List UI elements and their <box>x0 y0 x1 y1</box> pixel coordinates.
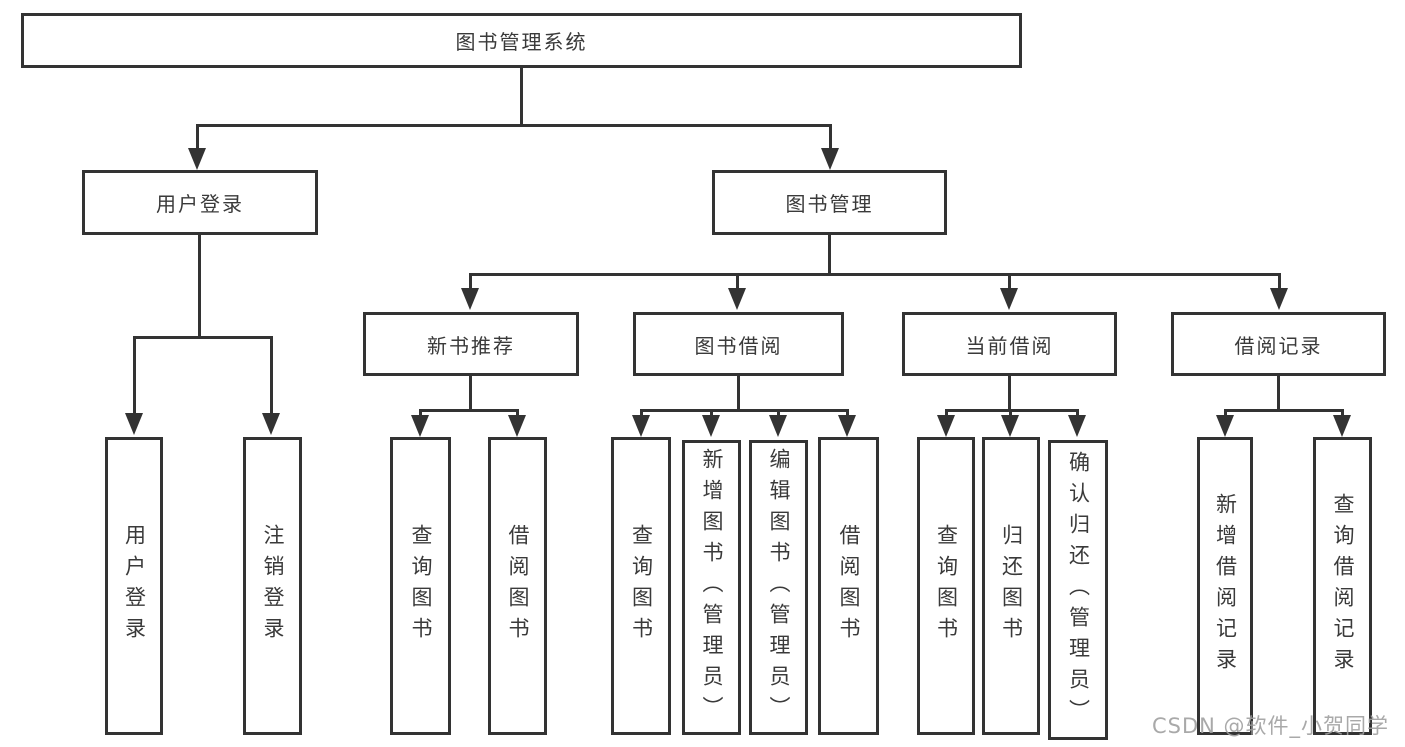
arrowhead-nb-query <box>411 415 429 437</box>
csdn-watermark: CSDN @软件_小贺同学 <box>1152 714 1390 738</box>
arrowhead-br-add <box>1216 415 1234 437</box>
connector-book-borrow-stem <box>737 376 740 409</box>
connector-current-borrow-bar <box>945 409 1079 412</box>
connector-borrow-records-stem <box>1277 376 1280 409</box>
connector-borrow-records-drop-2 <box>1341 409 1344 417</box>
node-label: 图书借阅 <box>694 333 783 358</box>
connector-new-books-stem <box>469 376 472 409</box>
node-new-books: 新书推荐 <box>363 312 579 376</box>
node-library-management-system: 图书管理系统 <box>21 13 1022 68</box>
connector-new-books-drop-1 <box>419 409 422 417</box>
node-label: 图书管理 <box>785 192 874 216</box>
leaf-nb-borrow-books: 借阅图书 <box>488 437 547 735</box>
connector-book-mgmt-drop-4 <box>1278 273 1281 289</box>
connector-user-login-drop-1 <box>133 336 136 414</box>
connector-current-borrow-stem <box>1008 376 1011 409</box>
arrowhead-new-books <box>461 288 479 310</box>
connector-book-borrow-drop-1 <box>640 409 643 417</box>
leaf-label: 查询图书 <box>934 524 959 648</box>
leaf-bb-borrow-books: 借阅图书 <box>818 437 879 735</box>
connector-book-borrow-drop-4 <box>846 409 849 417</box>
arrowhead-book-borrow <box>728 288 746 310</box>
node-label: 当前借阅 <box>965 333 1054 358</box>
arrowhead-cb-confirm <box>1068 415 1086 437</box>
arrowhead-user-login <box>188 148 206 170</box>
arrowhead-current-borrow <box>1000 288 1018 310</box>
connector-current-borrow-drop-3 <box>1076 409 1079 417</box>
leaf-label: 查询图书 <box>409 524 433 648</box>
arrowhead-bb-query <box>632 415 650 437</box>
connector-new-books-bar <box>419 409 519 412</box>
connector-book-mgmt-drop-2 <box>736 273 739 289</box>
leaf-label: 新增图书（管理员） <box>700 448 724 727</box>
node-current-borrow: 当前借阅 <box>902 312 1117 376</box>
node-book-management: 图书管理 <box>712 170 947 235</box>
connector-book-mgmt-drop-1 <box>469 273 472 289</box>
arrowhead-leaf-user-login <box>125 413 143 435</box>
connector-current-borrow-drop-1 <box>945 409 948 417</box>
leaf-label: 借阅图书 <box>506 524 530 648</box>
connector-book-borrow-drop-3 <box>777 409 780 417</box>
leaf-label: 确认归还（管理员） <box>1066 450 1091 730</box>
leaf-label: 查询图书 <box>629 524 654 648</box>
node-label: 图书管理系统 <box>455 30 588 54</box>
leaf-br-add-record: 新增借阅记录 <box>1197 437 1253 735</box>
connector-borrow-records-bar <box>1224 409 1344 412</box>
arrowhead-bb-edit <box>769 415 787 437</box>
connector-root-bar <box>196 124 832 127</box>
leaf-cb-confirm-return-admin: 确认归还（管理员） <box>1048 440 1108 740</box>
arrowhead-cb-return <box>1001 415 1019 437</box>
leaf-cb-query-books: 查询图书 <box>917 437 975 735</box>
leaf-cb-return-books: 归还图书 <box>982 437 1040 735</box>
connector-root-left-drop <box>196 124 199 152</box>
leaf-label: 用户登录 <box>122 524 147 648</box>
arrowhead-br-query <box>1333 415 1351 437</box>
connector-user-login-drop-2 <box>270 336 273 414</box>
arrowhead-bb-add <box>702 415 720 437</box>
leaf-label: 编辑图书（管理员） <box>767 448 791 727</box>
leaf-nb-query-books: 查询图书 <box>390 437 451 735</box>
connector-new-books-drop-2 <box>516 409 519 417</box>
connector-current-borrow-drop-2 <box>1009 409 1012 417</box>
leaf-label: 新增借阅记录 <box>1213 493 1238 679</box>
arrowhead-cb-query <box>937 415 955 437</box>
node-label: 新书推荐 <box>427 333 515 358</box>
connector-book-mgmt-stem <box>828 235 831 273</box>
node-user-login: 用户登录 <box>82 170 318 235</box>
arrowhead-bb-borrow <box>838 415 856 437</box>
connector-user-login-stem <box>198 235 201 336</box>
arrowhead-nb-borrow <box>508 415 526 437</box>
node-label: 借阅记录 <box>1234 333 1323 358</box>
arrowhead-book-management <box>821 148 839 170</box>
node-book-borrow: 图书借阅 <box>633 312 844 376</box>
connector-book-borrow-bar <box>640 409 849 412</box>
leaf-user-login: 用户登录 <box>105 437 163 735</box>
connector-book-mgmt-bar <box>469 273 1281 276</box>
connector-root-stem <box>520 68 523 124</box>
node-borrow-records: 借阅记录 <box>1171 312 1386 376</box>
leaf-bb-query-books: 查询图书 <box>611 437 671 735</box>
node-label: 用户登录 <box>156 192 244 216</box>
leaf-bb-add-books-admin: 新增图书（管理员） <box>682 440 741 735</box>
leaf-label: 注销登录 <box>261 524 285 648</box>
connector-book-borrow-drop-2 <box>710 409 713 417</box>
leaf-label: 借阅图书 <box>837 524 861 648</box>
leaf-br-query-record: 查询借阅记录 <box>1313 437 1372 735</box>
connector-root-right-drop <box>829 124 832 152</box>
leaf-label: 归还图书 <box>999 524 1024 648</box>
arrowhead-borrow-records <box>1270 288 1288 310</box>
leaf-logout: 注销登录 <box>243 437 302 735</box>
leaf-label: 查询借阅记录 <box>1331 493 1355 679</box>
connector-borrow-records-drop-1 <box>1224 409 1227 417</box>
connector-user-login-bar <box>133 336 273 339</box>
arrowhead-leaf-logout <box>262 413 280 435</box>
connector-book-mgmt-drop-3 <box>1008 273 1011 289</box>
leaf-bb-edit-books-admin: 编辑图书（管理员） <box>749 440 808 735</box>
